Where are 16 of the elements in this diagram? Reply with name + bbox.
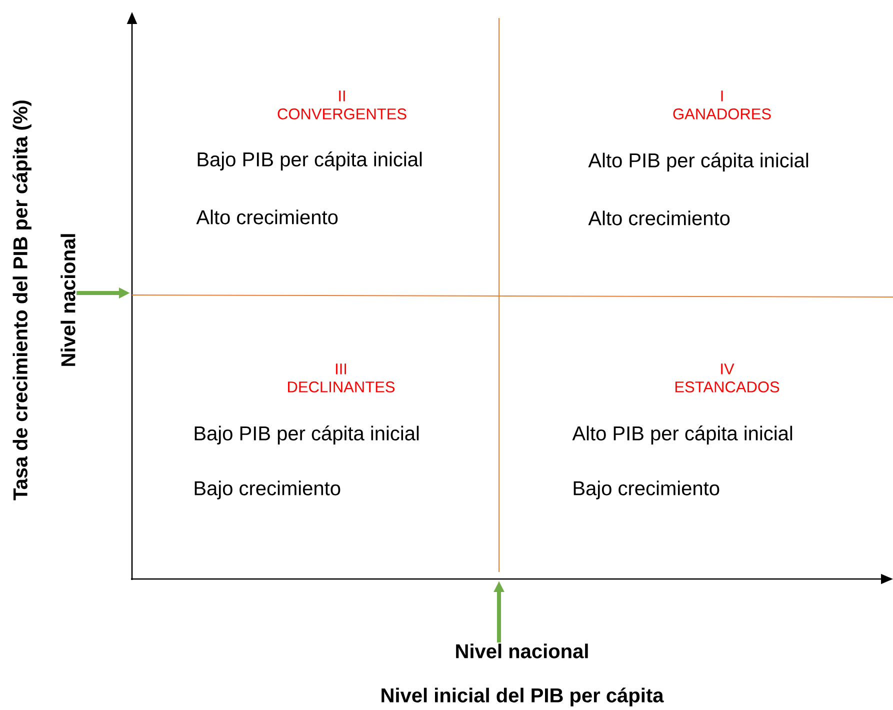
- axis-title: Tasa de crecimiento del PIB per cápita (%): [12, 100, 32, 500]
- reference-label: Nivel nacional: [60, 234, 76, 366]
- quadrant-text: Alto crecimiento: [196, 210, 338, 224]
- quadrant-heading: III DECLINANTES: [288, 364, 395, 392]
- reference-label: Nivel nacional: [456, 644, 588, 658]
- quadrant-text: Bajo PIB per cápita inicial: [194, 426, 419, 444]
- quadrant-text: Bajo crecimiento: [574, 480, 720, 500]
- quadrant-text: Alto PIB per cápita inicial: [572, 426, 792, 444]
- quadrant-text: Bajo PIB per cápita inicial: [198, 152, 422, 170]
- quadrant-heading: I GANADORES: [673, 90, 771, 120]
- quadrant-heading: II CONVERGENTES: [278, 90, 406, 120]
- axis-title: Nivel inicial del PIB per cápita: [382, 688, 664, 706]
- quadrant-text: Bajo crecimiento: [194, 480, 340, 500]
- quadrant-text: Alto PIB per cápita inicial: [588, 152, 808, 172]
- quadrant-heading: IV ESTANCADOS: [675, 364, 780, 392]
- quadrant-text: Alto crecimiento: [588, 210, 730, 226]
